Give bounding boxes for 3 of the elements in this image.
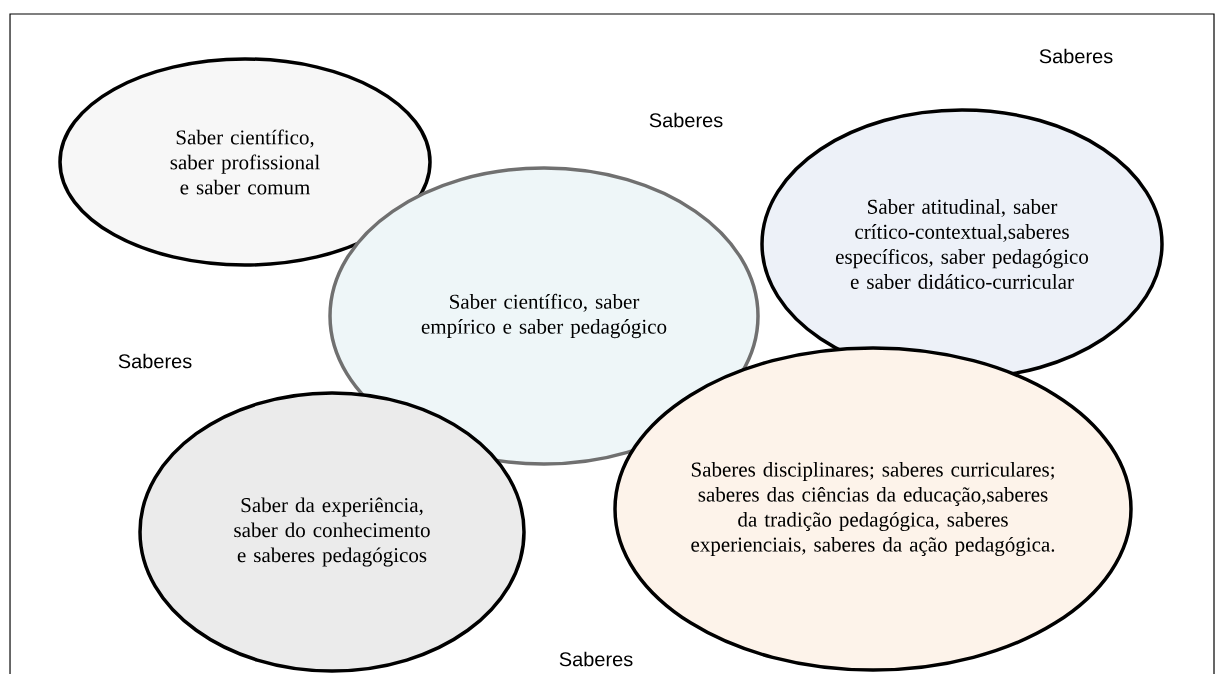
label: Saberes bbox=[118, 353, 192, 369]
label: Saberes bbox=[1039, 48, 1113, 64]
label: Saberes bbox=[649, 112, 723, 128]
